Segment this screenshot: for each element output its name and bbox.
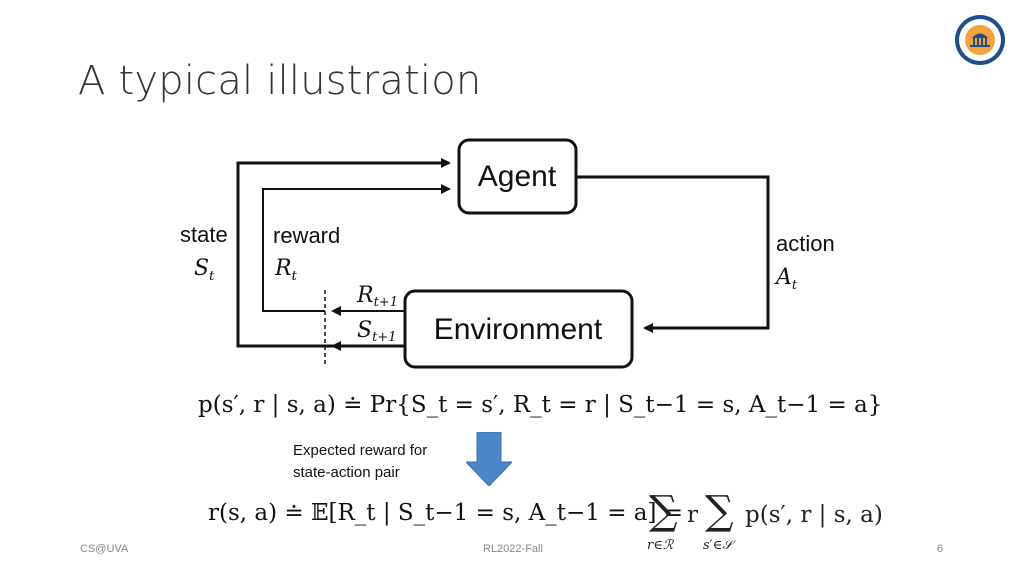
agent-label: Agent [478, 160, 557, 193]
sum-symbol-1: ∑ [649, 488, 678, 534]
next-state-symbol: St+1 [357, 318, 396, 345]
annotation-line-2: state-action pair [293, 464, 400, 481]
footer-term: RL2022-Fall [483, 543, 543, 555]
reward-word: reward [273, 223, 340, 248]
sum-symbol-2: ∑ [705, 488, 734, 534]
university-seal-logo [955, 15, 1005, 65]
slide-title: A typical illustration [78, 58, 482, 104]
expected-reward-annotation: Expected reward for state-action pair [293, 440, 463, 484]
state-symbol: St [194, 256, 215, 284]
sum-index-1: r∈ℛ [647, 538, 674, 553]
state-word: state [180, 222, 228, 247]
page-number: 6 [937, 543, 944, 555]
footer-course: CS@UVA [80, 543, 129, 555]
sum-index-2: s′∈𝒮 [703, 538, 733, 553]
expected-reward-equation-lhs: r(s, a) ≐ 𝔼[R_t | S_t−1 = s, A_t−1 = a] … [208, 500, 684, 526]
action-word: action [776, 231, 835, 256]
transition-probability-equation: p(s′, r | s, a) ≐ Pr{S_t = s′, R_t = r |… [198, 392, 883, 418]
next-reward-symbol: Rt+1 [356, 283, 398, 310]
down-arrow-icon [466, 432, 512, 486]
environment-label: Environment [434, 313, 603, 346]
state-arrow [236, 158, 451, 348]
sum-term-r: r [687, 502, 698, 528]
environment-box [403, 289, 634, 369]
action-symbol: At [774, 265, 798, 293]
sum-body: p(s′, r | s, a) [745, 502, 883, 528]
action-arrow [576, 175, 770, 333]
annotation-line-1: Expected reward for [293, 442, 428, 459]
reward-arrow [262, 184, 451, 312]
expected-reward-sum: ∑ r∈ℛ r ∑ s′∈𝒮 p(s′, r | s, a) [645, 488, 883, 560]
reward-symbol: Rt [274, 256, 298, 284]
